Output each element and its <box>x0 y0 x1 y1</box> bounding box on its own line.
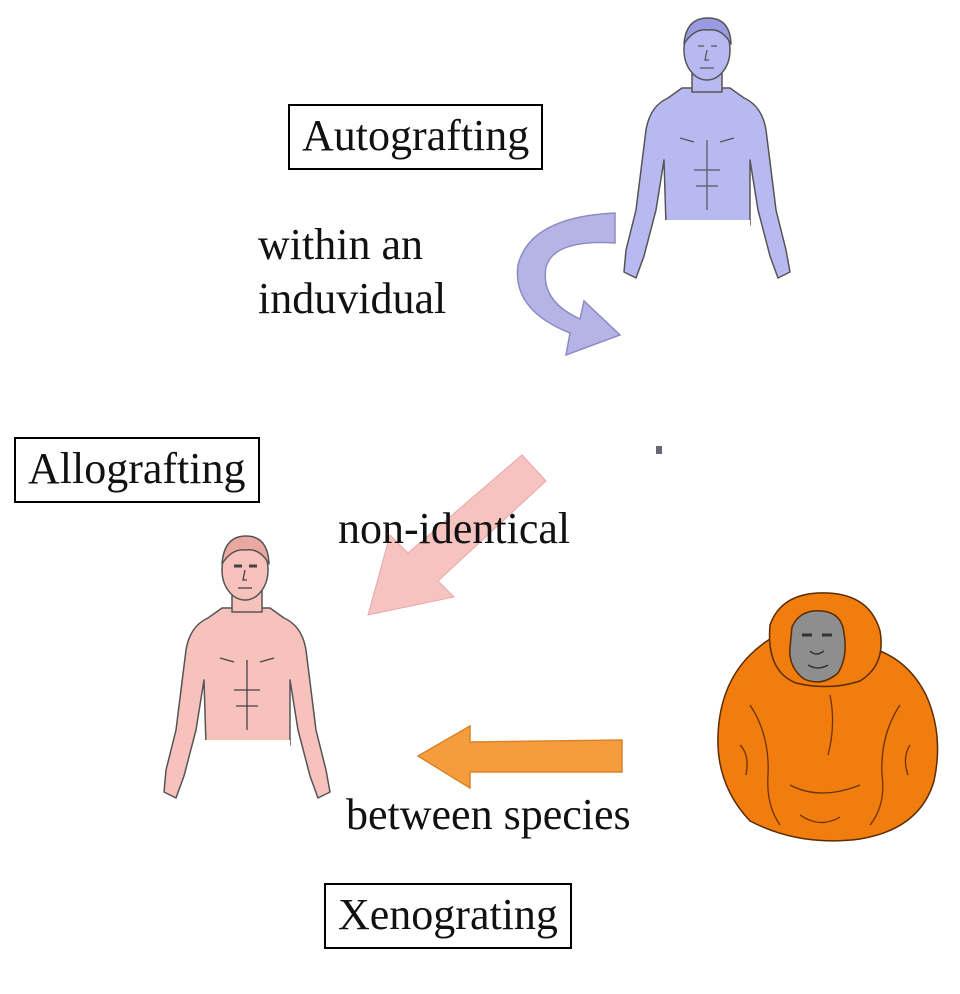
figure-mask <box>658 288 748 468</box>
within-line1: within an <box>258 218 446 272</box>
allografting-label: Allografting <box>14 437 260 503</box>
within-line2: induvidual <box>258 272 446 326</box>
between-species-label: between species <box>346 788 631 842</box>
orangutan-figure <box>710 585 945 845</box>
blue-human-figure <box>610 10 800 290</box>
non-identical-label: non-identical <box>338 502 570 556</box>
pink-human-figure <box>150 530 340 810</box>
autografting-label: Autografting <box>288 104 543 170</box>
orange-left-arrow <box>418 722 628 792</box>
within-individual-label: within an induvidual <box>258 218 446 325</box>
xenografting-label: Xenograting <box>324 883 572 949</box>
blue-curved-arrow <box>510 205 630 375</box>
dot-mark <box>656 446 662 454</box>
